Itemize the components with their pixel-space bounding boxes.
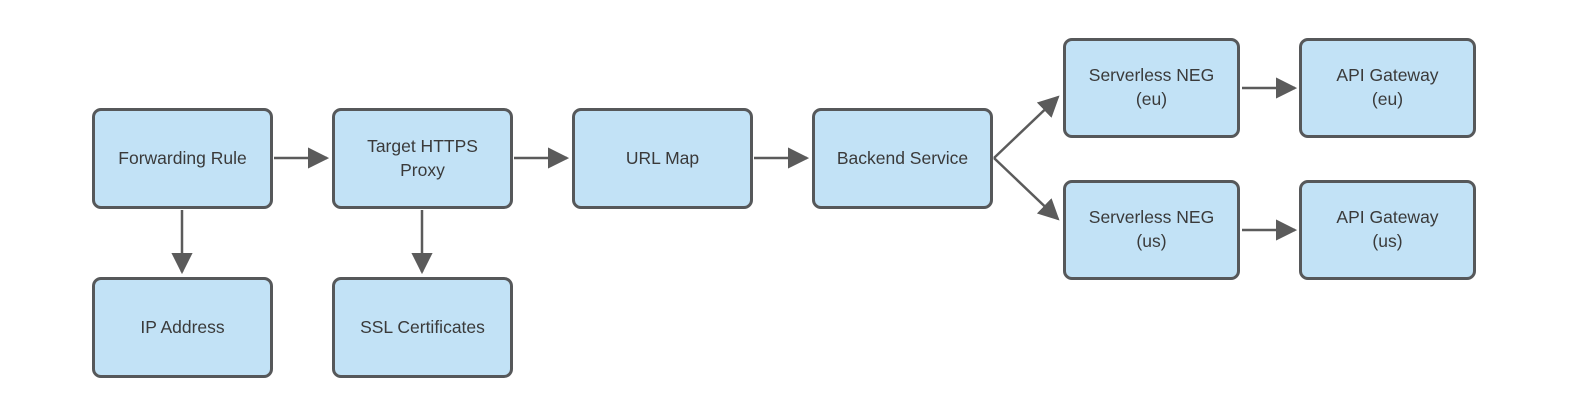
node-url-map: URL Map xyxy=(572,108,753,209)
node-serverless-neg-eu: Serverless NEG (eu) xyxy=(1063,38,1240,138)
node-target-https-proxy: Target HTTPS Proxy xyxy=(332,108,513,209)
node-ip-address: IP Address xyxy=(92,277,273,378)
node-serverless-neg-us: Serverless NEG (us) xyxy=(1063,180,1240,280)
node-api-gateway-eu: API Gateway (eu) xyxy=(1299,38,1476,138)
edge-backend-service-to-serverless-neg-us xyxy=(993,157,1060,221)
node-ssl-certificates: SSL Certificates xyxy=(332,277,513,378)
node-backend-service: Backend Service xyxy=(812,108,993,209)
node-forwarding-rule: Forwarding Rule xyxy=(92,108,273,209)
edge-backend-service-to-serverless-neg-eu xyxy=(993,95,1060,159)
node-api-gateway-us: API Gateway (us) xyxy=(1299,180,1476,280)
